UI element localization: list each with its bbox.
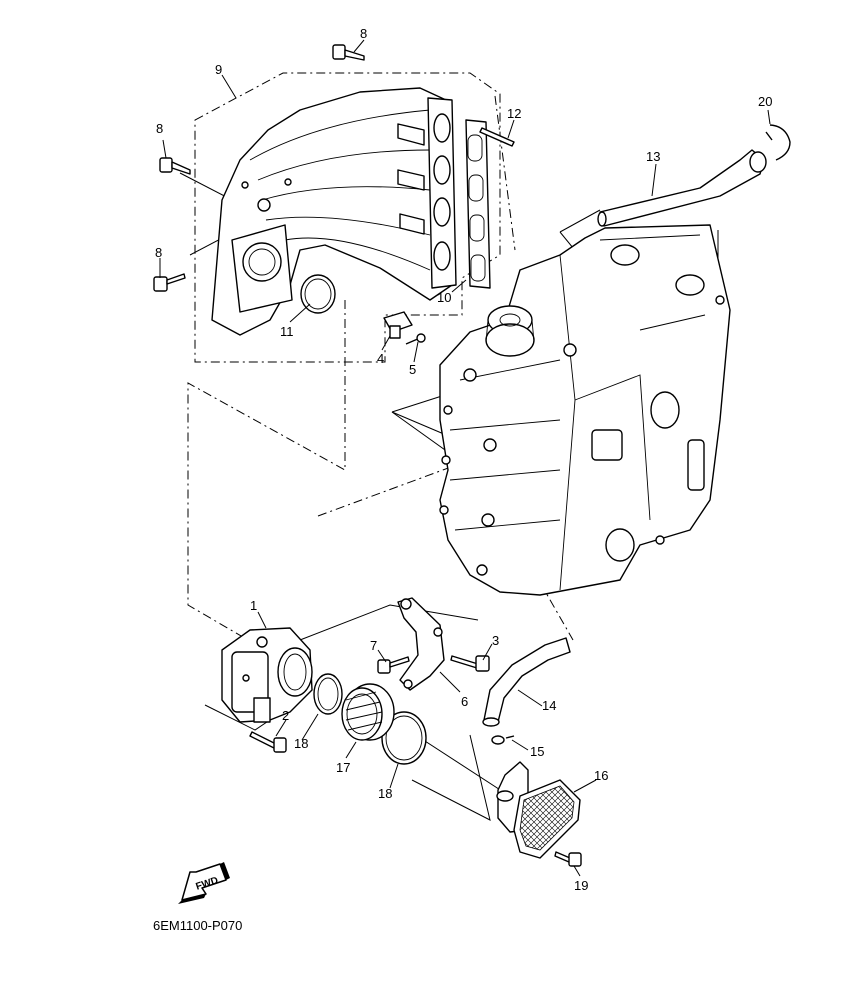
callout-20: 20 [758,94,772,109]
callout-18-upper: 18 [294,736,308,751]
callout-6: 6 [461,694,468,709]
callout-9: 9 [215,62,222,77]
fwd-arrow-icon: FWD [178,862,230,904]
callout-19: 19 [574,878,588,893]
callout-16: 16 [594,768,608,783]
callout-12: 12 [507,106,521,121]
callout-numbers: 1 2 3 4 5 6 7 8 8 8 9 10 11 12 13 14 15 … [155,26,772,893]
joint-17 [341,683,395,741]
callout-3: 3 [492,633,499,648]
silencer-16 [496,761,581,859]
screw-5 [405,333,426,345]
bolt-3 [450,655,490,672]
pin-12 [479,127,515,147]
o-ring-11 [300,274,336,314]
callout-18-lower: 18 [378,786,392,801]
hose-14 [482,637,571,727]
callout-1: 1 [250,598,257,613]
routing-lines [187,95,574,641]
bolt-8-bottom [153,273,186,292]
screw-2 [249,731,287,753]
drawing-code: 6EM1100-P070 [153,918,242,933]
callout-10: 10 [437,290,451,305]
sensor-4 [383,311,413,339]
throttle-body [221,627,313,723]
callout-14: 14 [542,698,556,713]
callout-leaders [159,39,771,877]
callout-17: 17 [336,760,350,775]
engine-block [439,224,731,596]
intake-manifold [211,87,457,336]
callout-4: 4 [377,351,384,366]
callout-5: 5 [409,362,416,377]
bracket-6 [397,597,445,691]
callout-8-bottom: 8 [155,245,162,260]
bolt-8-top [332,44,365,61]
bolt-8-left [159,157,191,175]
callout-15: 15 [530,744,544,759]
callout-2: 2 [282,708,289,723]
hose-13 [597,149,767,227]
callout-8-top: 8 [360,26,367,41]
clip-15 [491,735,515,745]
callout-13: 13 [646,149,660,164]
callout-11: 11 [280,324,294,339]
callout-8-left: 8 [156,121,163,136]
o-ring-18-lower [381,711,427,765]
callout-7: 7 [370,638,377,653]
manifold-gasket [465,119,491,289]
o-ring-18-upper [313,673,343,715]
clip-20 [765,124,791,161]
bolt-7 [377,656,410,674]
bolt-19 [554,851,582,867]
